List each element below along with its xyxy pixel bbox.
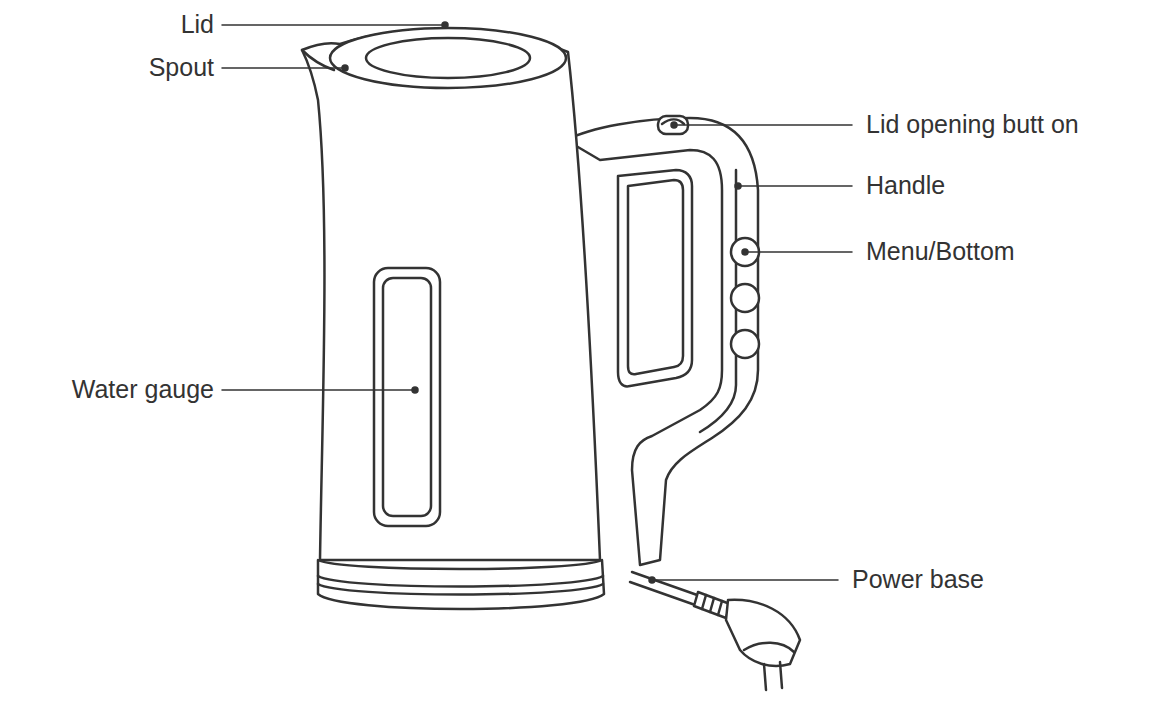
plug-ridges <box>702 595 722 615</box>
part-label: Menu/Bottom <box>866 238 1015 266</box>
power-base <box>318 560 604 609</box>
water-gauge-window <box>374 268 440 526</box>
lid-rim <box>330 28 566 88</box>
menu-button <box>731 330 759 358</box>
part-label: Handle <box>866 172 945 200</box>
plug-pins <box>764 662 782 690</box>
part-label: Lid opening butt on <box>866 111 1079 139</box>
kettle-body <box>302 30 600 560</box>
handle-opening <box>618 170 692 386</box>
plug-face <box>744 643 794 652</box>
plug-strain-relief <box>694 592 730 618</box>
power-cable <box>630 572 700 606</box>
menu-button <box>731 284 759 312</box>
water-gauge-inner <box>383 278 431 516</box>
leader-lines <box>222 22 852 583</box>
part-label: Power base <box>852 566 984 594</box>
part-label: Spout <box>149 54 214 82</box>
lid-top <box>366 38 530 78</box>
handle-opening-inner <box>628 180 683 374</box>
plug-body <box>726 600 800 666</box>
part-label: Water gauge <box>72 376 214 404</box>
base-band <box>318 576 603 587</box>
base-band <box>318 584 603 595</box>
part-label: Lid <box>181 11 214 39</box>
